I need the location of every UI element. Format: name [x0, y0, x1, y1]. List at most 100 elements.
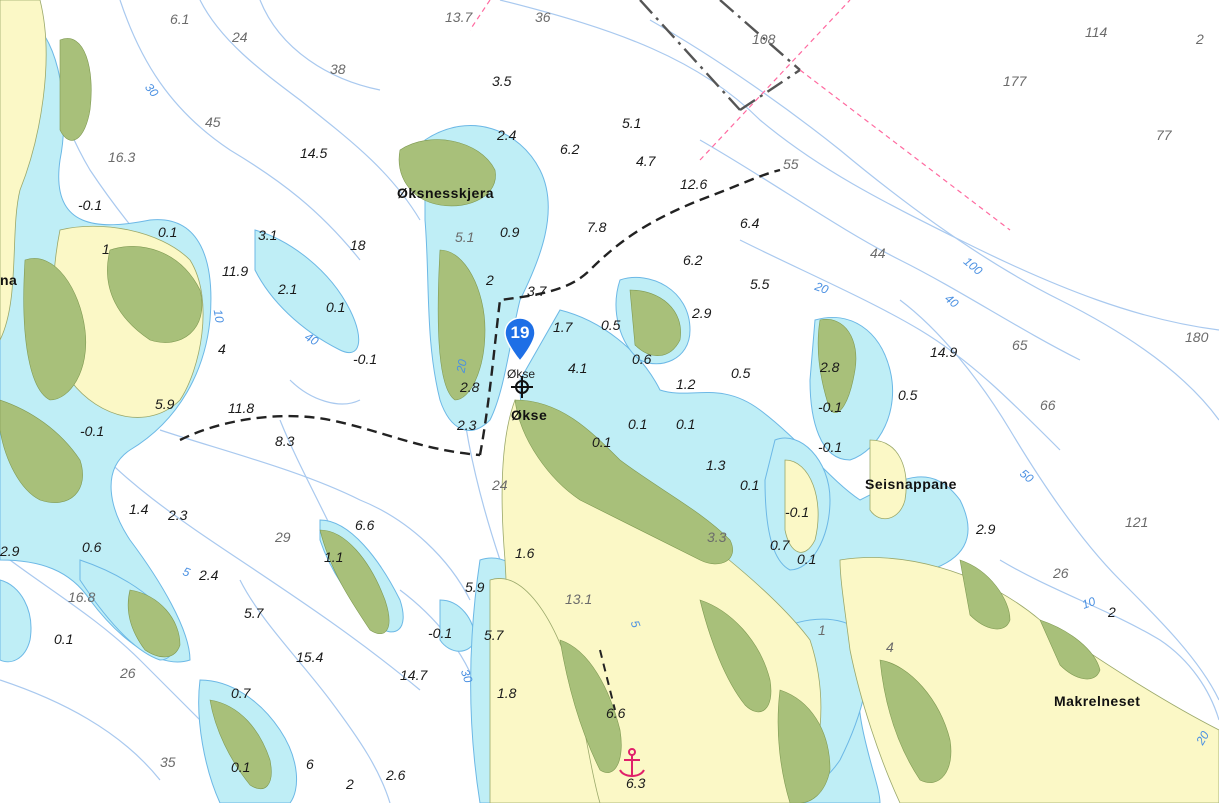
depth-label: 2 — [1196, 31, 1204, 47]
depth-label: 45 — [205, 114, 221, 130]
sounding-label: 5.7 — [244, 605, 264, 621]
depth-label: 6.1 — [170, 11, 190, 27]
sounding-label: 8.3 — [275, 433, 295, 449]
sounding-label: 0.6 — [82, 539, 102, 555]
depth-label: 3.3 — [707, 529, 727, 545]
sounding-label: 2.3 — [457, 417, 477, 433]
sounding-label: 0.9 — [500, 224, 520, 240]
sounding-label: 1.1 — [324, 549, 344, 565]
depth-label: 26 — [120, 665, 136, 681]
depth-label: 16.3 — [108, 149, 136, 165]
sounding-label: 14.9 — [930, 344, 958, 360]
depth-label: 180 — [1185, 329, 1209, 345]
sounding-label: 6.2 — [560, 141, 580, 157]
sounding-label: 14.5 — [300, 145, 328, 161]
depth-label: 35 — [160, 754, 176, 770]
depth-label: 26 — [1053, 565, 1069, 581]
landmark-icon — [511, 376, 533, 398]
sounding-label: 1.2 — [676, 376, 696, 392]
sounding-label: 0.1 — [158, 224, 178, 240]
sounding-label: 0.1 — [231, 759, 251, 775]
sounding-label: 2.4 — [497, 127, 517, 143]
sounding-label: 6.3 — [626, 775, 646, 791]
sounding-label: -0.1 — [428, 625, 453, 641]
sounding-label: 2.9 — [976, 521, 996, 537]
depth-label: 4 — [886, 639, 894, 655]
depth-label: 13.1 — [565, 591, 593, 607]
sounding-label: 1 — [102, 241, 110, 257]
sounding-label: 5.9 — [155, 396, 175, 412]
chart-lines — [179, 0, 1011, 711]
sounding-label: 0.1 — [592, 434, 612, 450]
sounding-label: 2.6 — [386, 767, 406, 783]
contour-label: 10 — [210, 308, 227, 324]
sounding-label: -0.1 — [785, 504, 810, 520]
sounding-label: 1.7 — [553, 319, 573, 335]
sounding-label: 3.7 — [527, 283, 547, 299]
sounding-label: -0.1 — [353, 351, 378, 367]
depth-label: 13.7 — [445, 9, 473, 25]
depth-label: 24 — [232, 29, 248, 45]
sounding-label: 11.8 — [228, 400, 255, 416]
sounding-label: 2.1 — [278, 281, 298, 297]
sounding-label: 1.3 — [706, 457, 726, 473]
sounding-label: 18 — [350, 237, 366, 253]
sounding-label: 6.6 — [355, 517, 375, 533]
depth-label: 16.8 — [68, 589, 96, 605]
sounding-label: -0.1 — [818, 439, 843, 455]
depth-label: 24 — [492, 477, 508, 493]
sounding-label: 0.7 — [231, 685, 251, 701]
place-label-oksnesskjera: Øksnesskjera — [397, 185, 495, 201]
map-pin-icon — [504, 317, 536, 363]
sounding-label: 5.5 — [750, 276, 770, 292]
sounding-label: 0.1 — [676, 416, 696, 432]
place-label-partial: na — [0, 272, 18, 288]
depth-label: 1 — [818, 622, 826, 638]
depth-label: 121 — [1125, 514, 1149, 530]
sounding-label: 3.5 — [492, 73, 512, 89]
sounding-label: 1.8 — [497, 685, 517, 701]
sounding-label: 1.6 — [515, 545, 535, 561]
depth-label: 29 — [275, 529, 291, 545]
sounding-label: 1.4 — [129, 501, 149, 517]
sounding-label: 0.1 — [628, 416, 648, 432]
sounding-label: -0.1 — [818, 399, 843, 415]
marker-number: 19 — [510, 323, 530, 342]
sounding-label: 11.9 — [222, 263, 249, 279]
sounding-label: 2 — [1108, 604, 1116, 620]
depth-label: 55 — [783, 156, 799, 172]
sounding-label: 2.8 — [820, 359, 840, 375]
sounding-label: 4 — [218, 341, 226, 357]
sounding-label: 3.1 — [258, 227, 278, 243]
sounding-label: 0.1 — [797, 551, 817, 567]
sounding-label: 4.7 — [636, 153, 656, 169]
sounding-label: 0.1 — [54, 631, 74, 647]
sounding-label: 2.9 — [692, 305, 712, 321]
marker-name-label: Økse — [507, 367, 536, 381]
place-label-okse: Økse — [511, 407, 548, 423]
sounding-label: -0.1 — [78, 197, 103, 213]
anchor-icon — [619, 748, 645, 777]
depth-label: 36 — [535, 9, 551, 25]
sounding-label: 5.1 — [622, 115, 642, 131]
sounding-label: 5.9 — [465, 579, 485, 595]
depth-label: 77 — [1156, 127, 1172, 143]
sounding-label: 2.3 — [168, 507, 188, 523]
sounding-label: 7.8 — [587, 219, 607, 235]
location-marker[interactable]: 19 — [503, 317, 537, 363]
sounding-label: 0.1 — [740, 477, 760, 493]
sounding-label: 0.1 — [326, 299, 346, 315]
depth-label: 66 — [1040, 397, 1056, 413]
sounding-label: 2 — [346, 776, 354, 792]
sounding-label: 14.7 — [400, 667, 428, 683]
sounding-label: 6 — [306, 756, 314, 772]
sounding-label: 0.5 — [898, 387, 918, 403]
depth-label: 5.1 — [455, 229, 475, 245]
sounding-label: 6.6 — [606, 705, 626, 721]
sounding-label: 6.2 — [683, 252, 703, 268]
place-label-makrelneset: Makrelneset — [1054, 693, 1141, 709]
sounding-label: 0.6 — [632, 351, 652, 367]
contour-label: 20 — [453, 358, 470, 374]
sounding-label: 2 — [486, 272, 494, 288]
